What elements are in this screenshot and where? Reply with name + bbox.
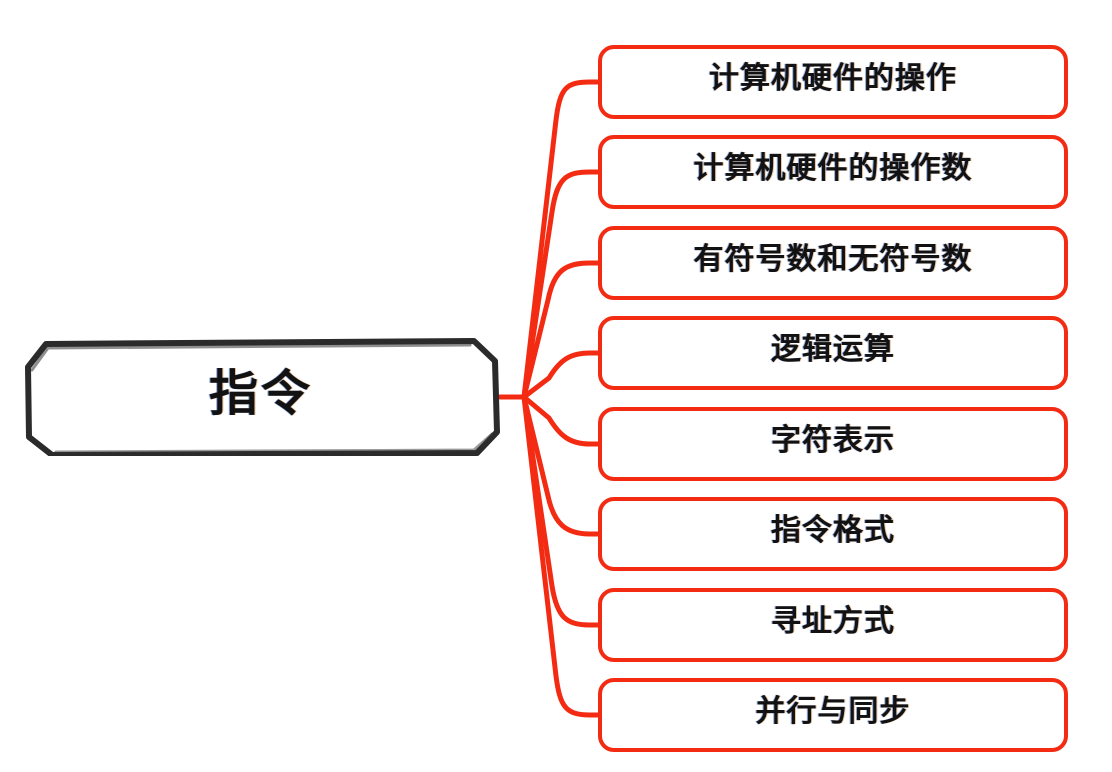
root-node-border (25, 338, 500, 456)
connector-branch-8 (521, 394, 601, 718)
branch-node-2[interactable]: 计算机硬件的操作数 (598, 135, 1068, 209)
branch-node-label: 有符号数和无符号数 (693, 242, 973, 277)
connector-branch-4 (521, 350, 601, 400)
branch-node-5[interactable]: 字符表示 (598, 407, 1068, 481)
branch-node-label: 计算机硬件的操作 (709, 61, 957, 96)
root-node-label: 指令 (208, 364, 313, 422)
branch-node-label: 并行与同步 (755, 694, 911, 729)
connector-branch-5 (521, 394, 601, 447)
branch-node-8[interactable]: 并行与同步 (598, 678, 1068, 752)
branch-node-7[interactable]: 寻址方式 (598, 588, 1068, 662)
branch-node-label: 逻辑运算 (771, 332, 895, 367)
branch-node-6[interactable]: 指令格式 (598, 497, 1068, 571)
connector-branch-2 (521, 169, 601, 400)
connector-branch-3 (521, 260, 601, 400)
branch-node-3[interactable]: 有符号数和无符号数 (598, 226, 1068, 300)
branch-node-4[interactable]: 逻辑运算 (598, 316, 1068, 390)
branch-node-label: 计算机硬件的操作数 (693, 151, 973, 186)
branch-node-1[interactable]: 计算机硬件的操作 (598, 45, 1068, 119)
connector-branch-1 (521, 79, 601, 400)
root-node[interactable]: 指令 (22, 334, 500, 456)
connector-branch-7 (521, 394, 601, 628)
connector-branch-6 (521, 394, 601, 537)
branch-node-label: 寻址方式 (771, 604, 895, 639)
branch-node-label: 指令格式 (771, 513, 895, 548)
branch-node-label: 字符表示 (771, 423, 895, 458)
